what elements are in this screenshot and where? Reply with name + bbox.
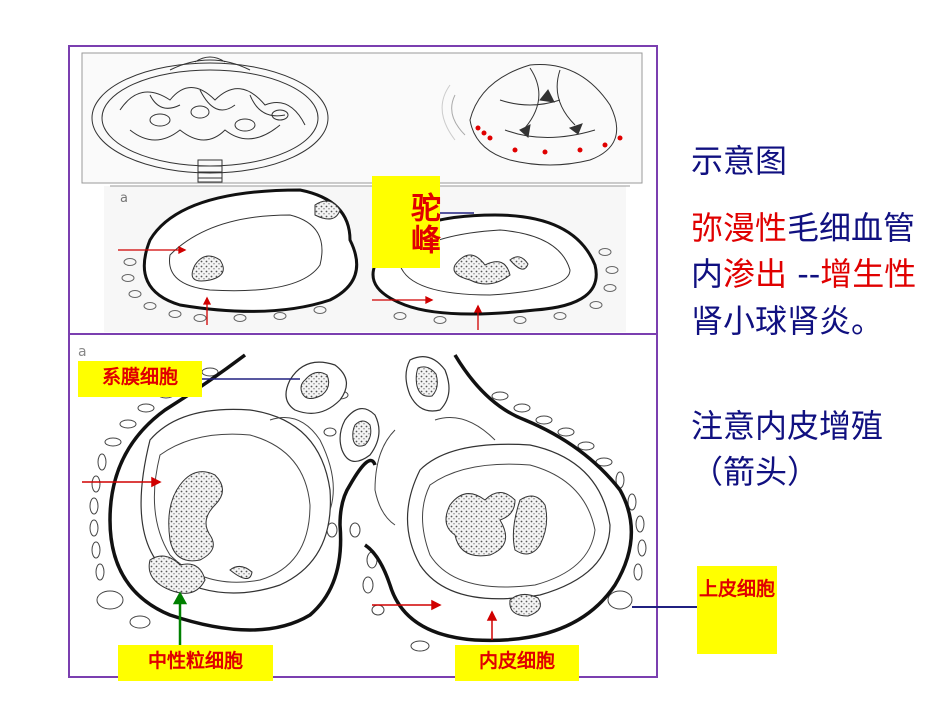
neutrophil-label: 中性粒细胞 (118, 645, 273, 681)
side-description: 弥漫性毛细血管内渗出 --增生性肾小球肾炎。 (691, 205, 941, 344)
left-glomerulus-sketch (91, 56, 329, 183)
bottom-capillary-loops: a (78, 344, 697, 652)
top-capillary-loops: a (104, 185, 630, 332)
epithelial-cell-label: 上皮细胞 (697, 566, 777, 654)
top-panel-mark: a (120, 191, 128, 206)
right-glomerulus-sketch (441, 64, 618, 166)
side-part-diffuse: 弥漫性 (691, 209, 788, 247)
side-part-glomerulonephritis: 肾小球肾炎。 (691, 301, 884, 340)
mesangial-cell-label: 系膜细胞 (78, 361, 202, 397)
side-part-capillary: 毛细血管内 (691, 209, 916, 294)
side-part-dash: -- (787, 255, 821, 294)
bottom-panel-mark: a (78, 344, 87, 360)
side-part-proliferative: 增生性 (820, 255, 917, 294)
side-part-exudative: 渗出 (723, 255, 788, 294)
top-sketch-strip (81, 52, 643, 184)
endothelial-cell-label: 内皮细胞 (455, 645, 579, 681)
camel-hump-label: 驼峰 (372, 176, 440, 268)
red-dots (475, 125, 623, 155)
side-title: 示意图 (691, 142, 788, 180)
side-note: 注意内皮增殖（箭头） (691, 407, 884, 492)
